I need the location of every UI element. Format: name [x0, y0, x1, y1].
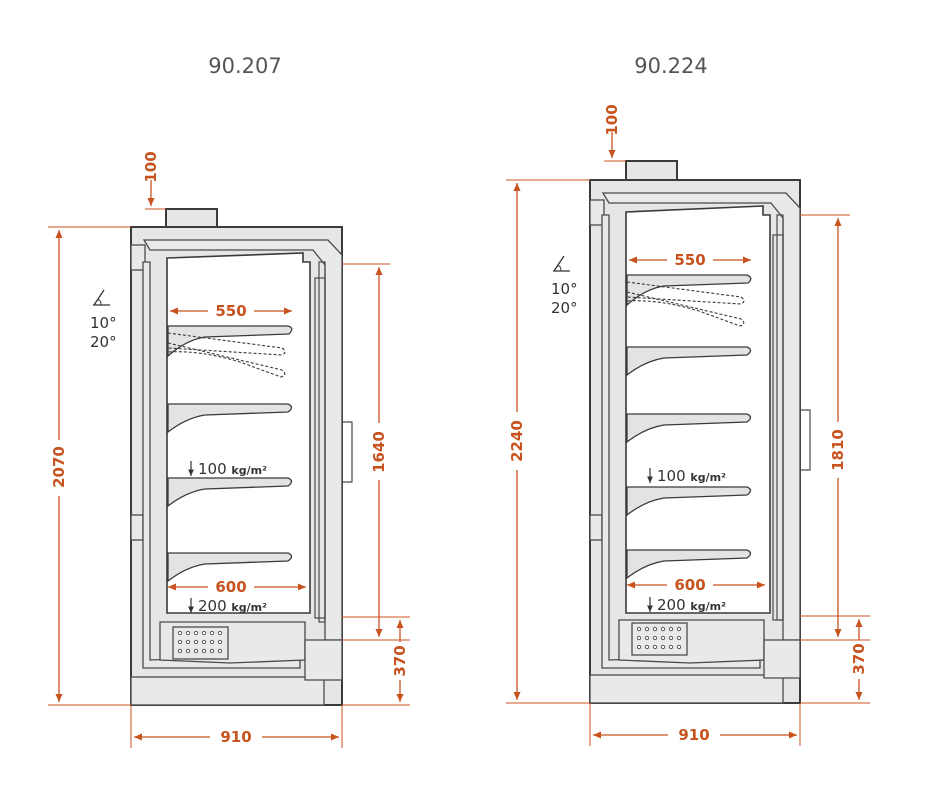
display-area [166, 252, 311, 614]
grille-dots [177, 630, 223, 654]
angle-20: 20° [551, 299, 578, 317]
load-bottom-value: 200 [657, 596, 686, 614]
dim-shelf-top: 550 [674, 251, 705, 269]
display-area [625, 205, 771, 614]
cabinet-90-224: 90.224 550 600 100 kg/ [506, 54, 870, 746]
angle-20: 20° [90, 333, 117, 351]
load-unit: kg/m² [231, 601, 267, 614]
cabinet-90-207: 90.207 [48, 54, 410, 748]
plinth [130, 676, 325, 706]
svg-text:100 kg/m²: 100 kg/m² [657, 467, 726, 485]
dim-shelf-bottom: 600 [215, 578, 246, 596]
shelf-3 [167, 477, 293, 508]
grille-dots [636, 626, 682, 650]
load-bottom-value: 200 [198, 597, 227, 615]
door-handle[interactable] [800, 409, 811, 471]
dim-top: 100 [603, 104, 621, 135]
load-unit: kg/m² [231, 464, 267, 477]
shelf-5 [626, 549, 752, 580]
top-unit [625, 160, 678, 181]
dim-height: 2240 [508, 420, 526, 462]
dim-width: 910 [220, 728, 251, 746]
door-handle[interactable] [342, 421, 353, 483]
top-unit [165, 208, 218, 229]
svg-text:100 kg/m²: 100 kg/m² [198, 460, 267, 478]
dim-inner: 1810 [829, 429, 847, 471]
svg-text:200 kg/m²: 200 kg/m² [198, 597, 267, 615]
angle-10: 10° [551, 280, 578, 298]
load-shelf-value: 100 [657, 467, 686, 485]
tilt-angle-icon [553, 255, 570, 272]
shelf-tilt-20 [626, 291, 745, 327]
dim-top: 100 [142, 151, 160, 182]
shelf-3 [626, 413, 752, 444]
load-unit: kg/m² [690, 471, 726, 484]
shelf-tilt-20 [167, 342, 286, 378]
shelf-4 [626, 486, 752, 517]
plinth [589, 674, 784, 704]
angle-10: 10° [90, 314, 117, 332]
model-title: 90.207 [208, 54, 281, 78]
shelf-4 [167, 552, 293, 583]
tilt-angle-icon [93, 289, 110, 306]
shelf-2 [626, 346, 752, 377]
load-shelf-value: 100 [198, 460, 227, 478]
dim-shelf-bottom: 600 [674, 576, 705, 594]
shelf-2 [167, 403, 293, 434]
dim-width: 910 [678, 726, 709, 744]
dim-shelf-top: 550 [215, 302, 246, 320]
load-unit: kg/m² [690, 600, 726, 613]
shelf-1 [167, 325, 293, 358]
dim-inner: 1640 [370, 431, 388, 473]
shelf-1 [626, 274, 752, 307]
dim-base: 370 [850, 643, 868, 674]
svg-text:200 kg/m²: 200 kg/m² [657, 596, 726, 614]
dim-height: 2070 [50, 446, 68, 488]
dim-base: 370 [391, 645, 409, 676]
model-title: 90.224 [634, 54, 707, 78]
